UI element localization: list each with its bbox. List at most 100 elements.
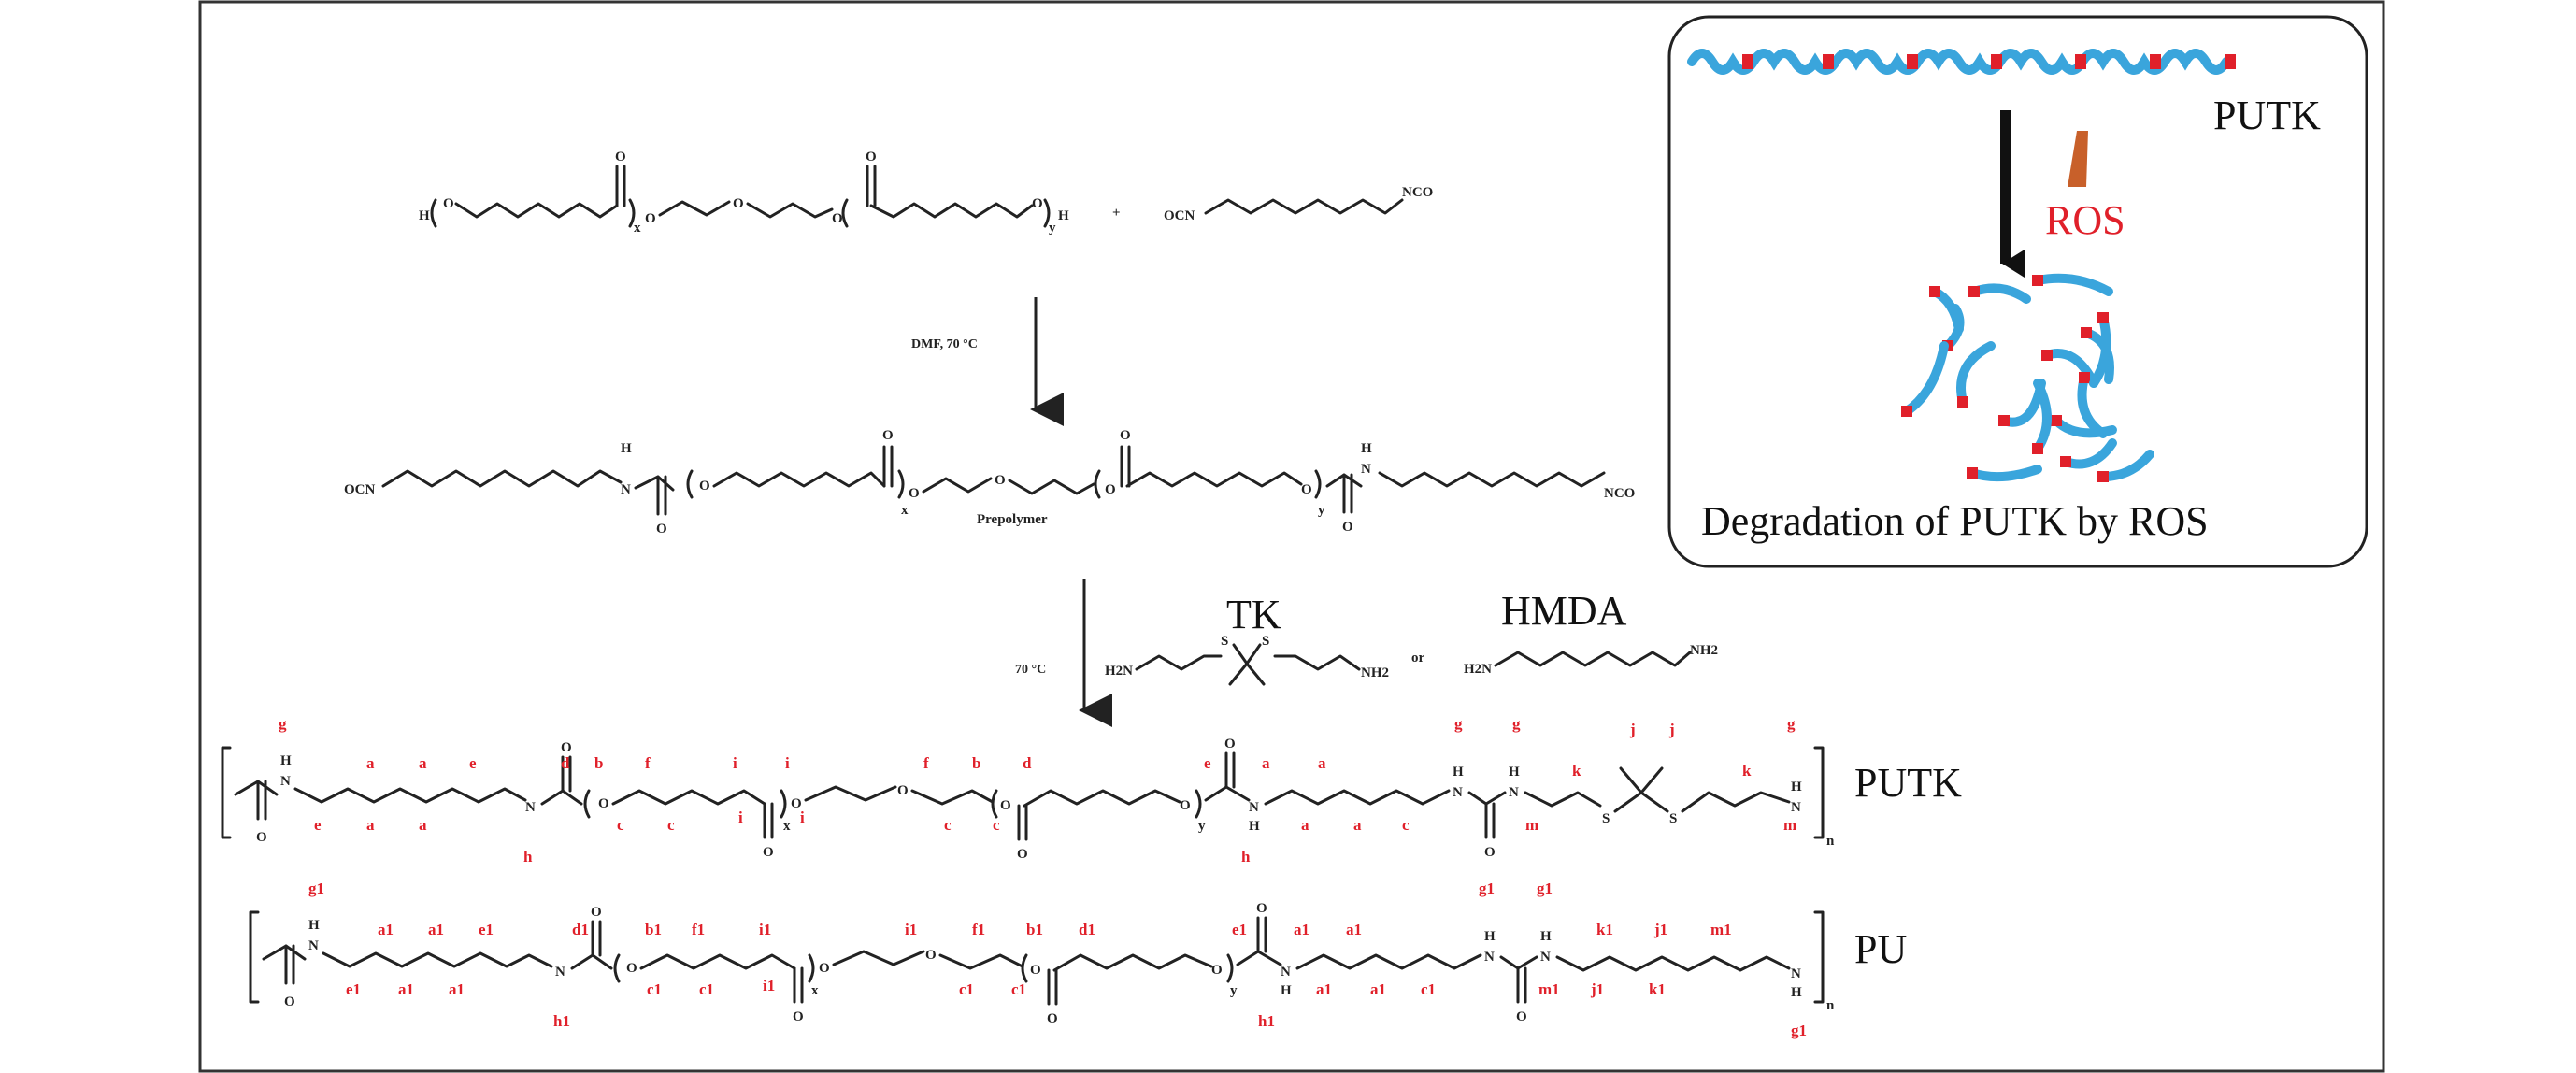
atom-label: f1 [692,921,705,938]
atom-label: e1 [346,980,361,998]
svg-text:O: O [1032,196,1043,211]
step1-condition: DMF, 70 °C [911,337,978,351]
fragment-end-link [1968,286,1980,297]
svg-text:H: H [280,753,292,768]
hmda-label: HMDA [1501,588,1627,634]
fragment-end-link [2097,471,2109,482]
atom-label: f [923,754,929,772]
atom-label: i [733,754,737,772]
atom-label: c [1402,816,1410,834]
svg-text:N: N [1453,785,1463,800]
svg-text:O: O [763,845,774,860]
atom-label: g [279,715,287,733]
fragment-end-link [1901,406,1912,417]
svg-text:n: n [1826,998,1835,1013]
svg-text:N: N [1509,785,1519,800]
atom-label: i [800,808,805,826]
atom-label: h [523,848,533,866]
svg-text:y: y [1198,819,1206,834]
atom-label: a [366,754,375,772]
putk-product-label: PUTK [1854,760,1962,806]
ros-wedge-icon [2068,131,2088,187]
prepolymer-label: Prepolymer [977,512,1048,527]
atom-label: d [1023,754,1032,772]
hmda-linker: HMDA H2N NH2 [1464,588,1718,677]
svg-text:H: H [1453,765,1464,780]
svg-text:H: H [308,918,320,933]
atom-label: k1 [1596,921,1613,938]
svg-text:y: y [1318,503,1325,518]
svg-text:S: S [1262,634,1269,649]
fragment-end-link [2032,443,2043,454]
svg-text:O: O [925,948,937,963]
svg-text:N: N [1281,965,1291,980]
ros-cleavable-link [1742,54,1753,69]
atom-label: c [944,816,952,834]
svg-text:O: O [897,783,909,798]
svg-text:O: O [1342,520,1353,535]
plus-sign: + [1112,206,1121,221]
svg-text:NH2: NH2 [1690,643,1718,658]
atom-label: c1 [959,980,974,998]
atom-label: a1 [1316,980,1332,998]
atom-label: e [1204,754,1211,772]
svg-text:O: O [561,740,572,755]
svg-text:N: N [555,965,565,980]
svg-text:O: O [615,150,626,165]
svg-text:S: S [1602,811,1610,826]
fragment-end-link [2041,350,2053,361]
svg-text:x: x [811,983,819,998]
svg-text:O: O [733,196,744,211]
fragment-end-link [1929,286,1940,297]
fragment-end-link [1957,396,1968,408]
atom-label: h [1241,848,1251,866]
svg-text:NCO: NCO [1402,185,1433,200]
atom-label: a [1353,816,1362,834]
ros-cleavable-link [1991,54,2002,69]
atom-label: e1 [1232,921,1247,938]
fragment-end-link [2097,312,2109,323]
svg-text:O: O [1030,963,1041,978]
atom-label: a [419,754,427,772]
svg-text:O: O [626,961,637,976]
atom-label: a1 [1370,980,1386,998]
atom-label: b [594,754,603,772]
putk-structure: O N H N O O O x O O O O O y O N H [221,737,1835,862]
atom-label: a1 [1346,921,1362,938]
subscript-y: y [1049,221,1056,236]
atom-label: a [419,816,427,834]
fragment-end-link [1967,467,1978,479]
svg-text:O: O [1211,963,1223,978]
atom-label: c [617,816,624,834]
atom-label: e [314,816,322,834]
pu-product-label: PU [1854,926,1907,972]
svg-text:O: O [791,796,802,811]
svg-text:H2N: H2N [1464,662,1492,677]
fragment-end-link [2060,456,2071,467]
inset-caption: Degradation of PUTK by ROS [1701,498,2209,544]
svg-text:n: n [1826,834,1835,849]
atom-label: c1 [1011,980,1026,998]
svg-text:N: N [1540,950,1551,965]
polymer-fragment [2077,373,2108,438]
atom-label: k [1572,762,1581,780]
svg-text:O: O [1516,1009,1527,1024]
svg-text:H2N: H2N [1105,664,1133,679]
svg-text:O: O [1017,847,1028,862]
atom-label: j1 [1653,921,1667,938]
svg-text:H: H [1361,441,1372,456]
atom-label: i [738,808,743,826]
svg-text:O: O [1120,428,1131,443]
ros-cleavable-link [1823,54,1834,69]
polymer-fragment [1956,341,1996,407]
atom-label: g [1454,715,1463,733]
fragment-end-link [2079,372,2090,383]
atom-label: f1 [972,921,985,938]
svg-text:H: H [1791,780,1802,794]
atom-label: c [993,816,1000,834]
atom-label: a [1301,816,1309,834]
svg-text:S: S [1669,811,1677,826]
